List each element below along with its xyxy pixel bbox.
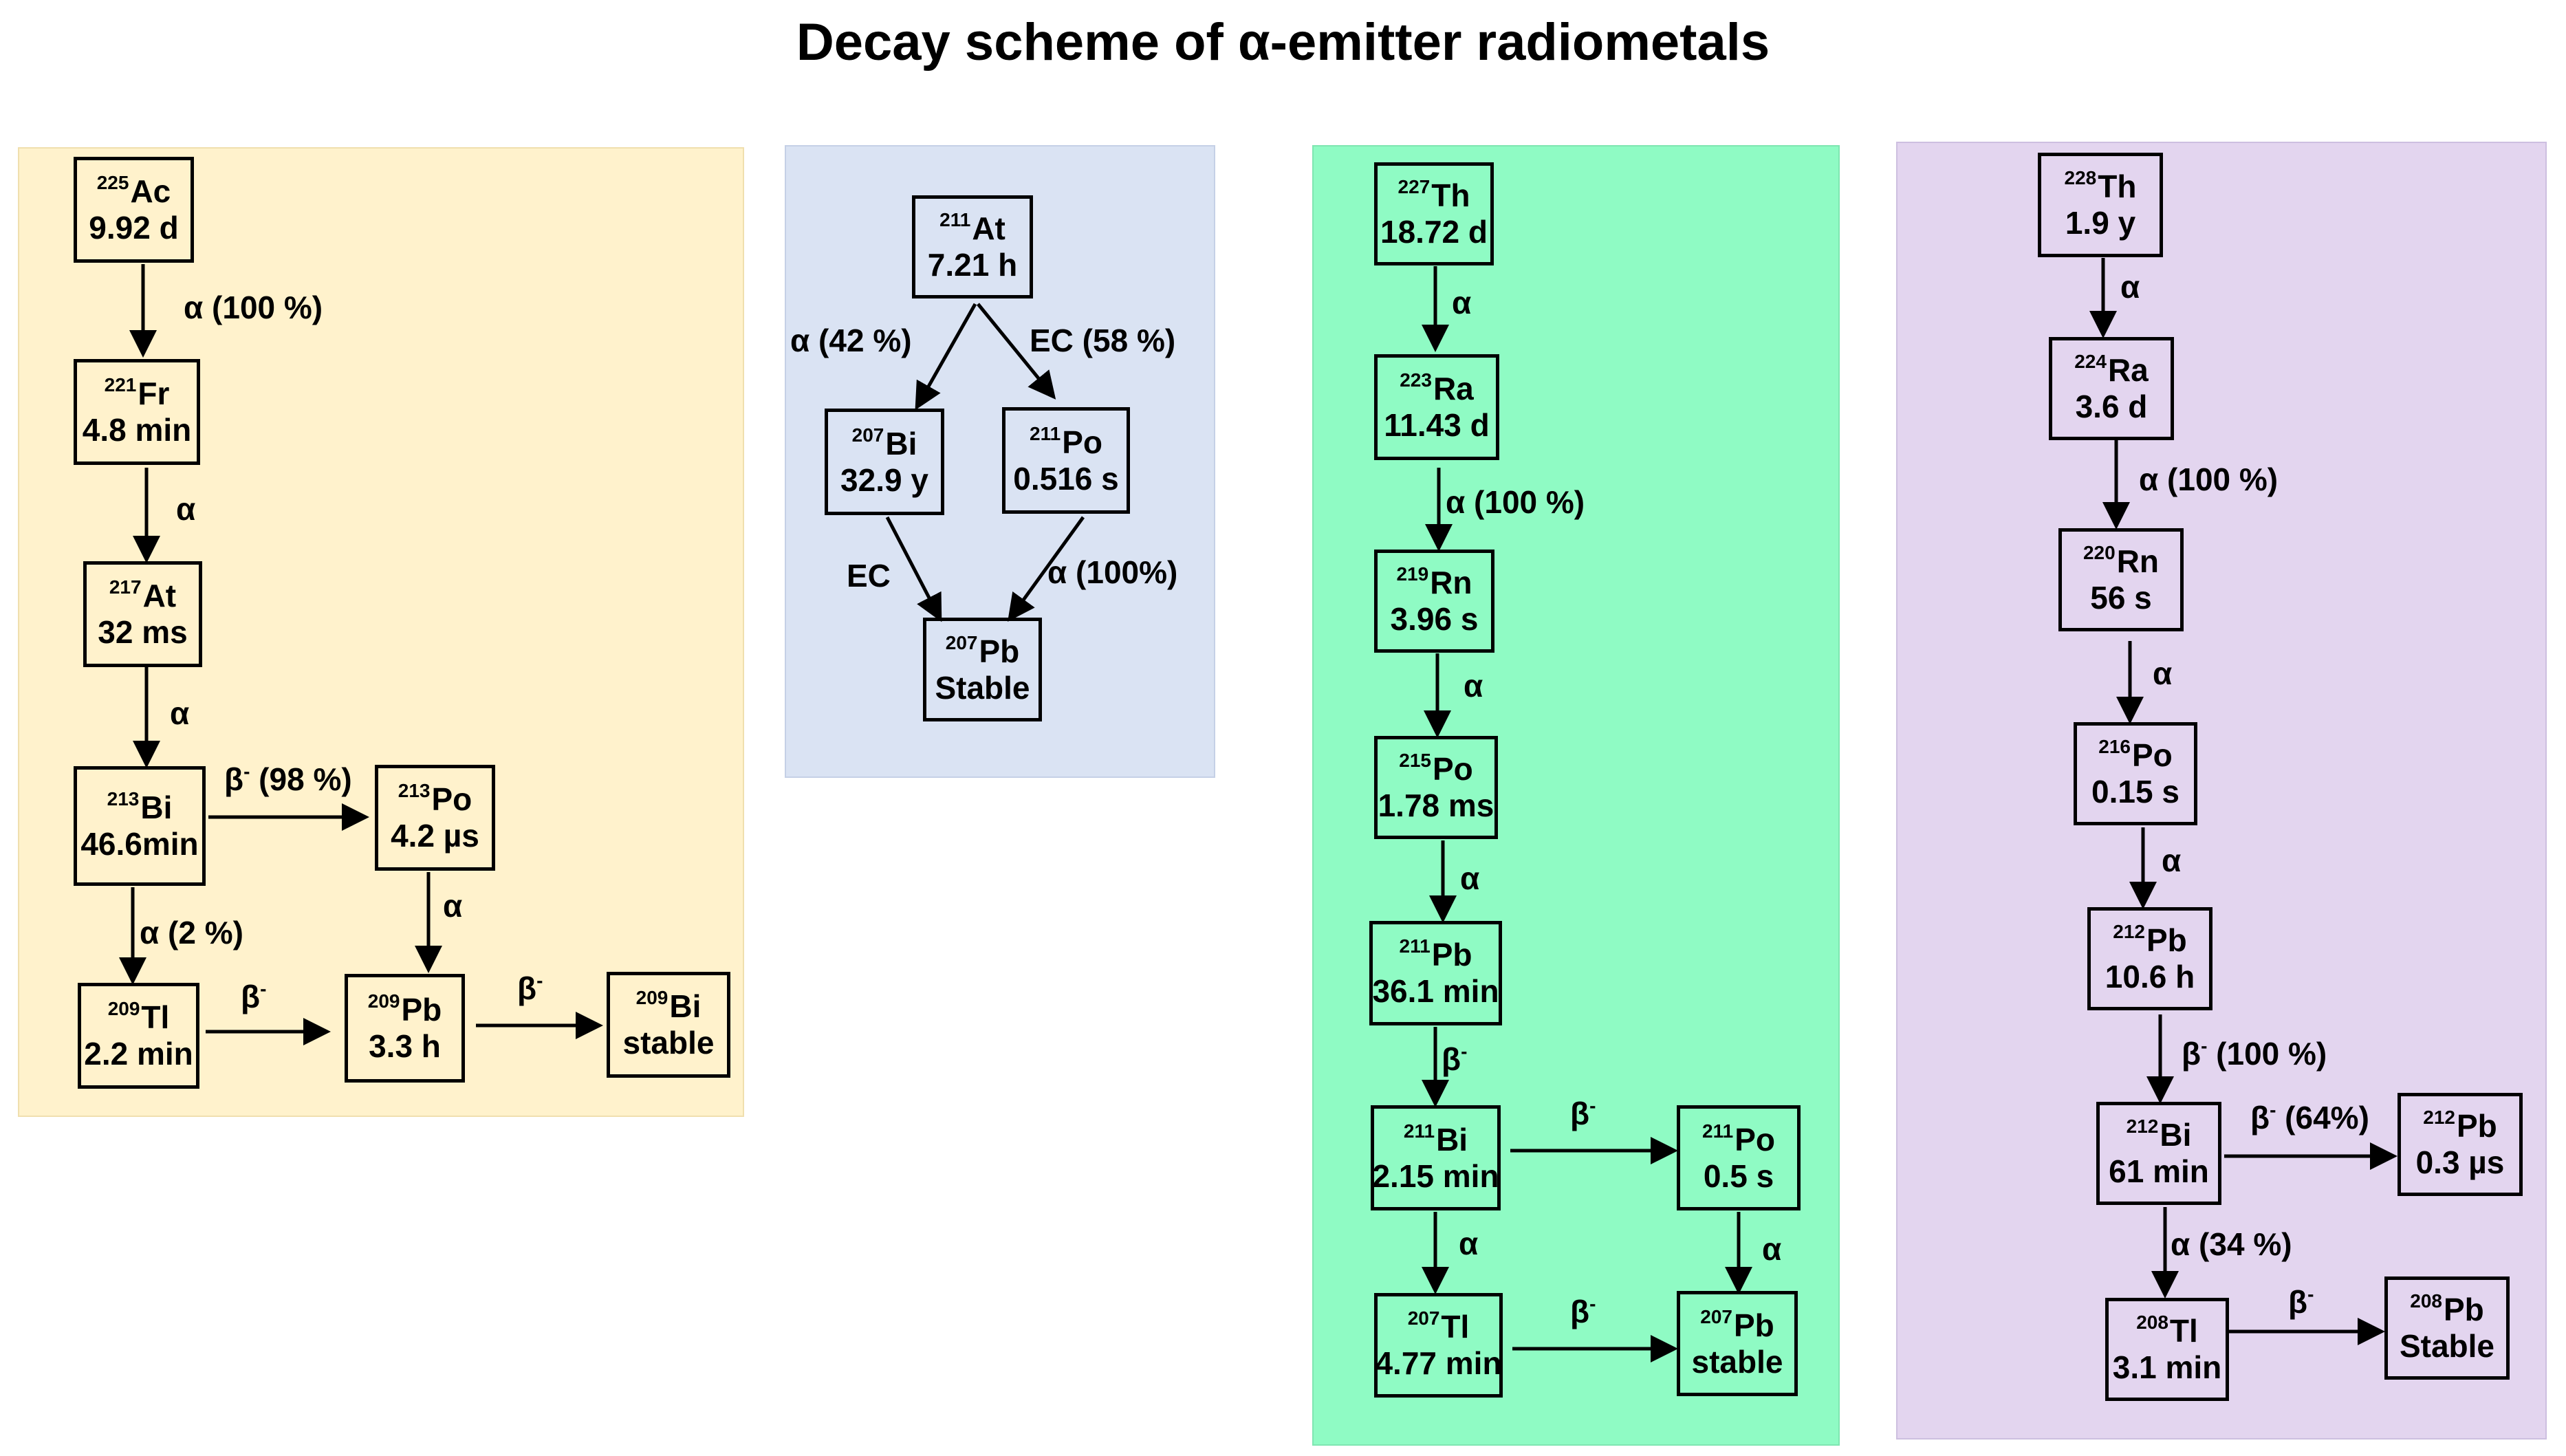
label-th-ra: α <box>1452 285 1472 320</box>
nuclide-rn219: 219Rn 3.96 s <box>1374 550 1494 653</box>
nuclide-fr221: 221Fr 4.8 min <box>74 359 200 465</box>
label-bi212-tl: α (34 %) <box>2171 1226 2292 1262</box>
label-bi-tl207: α <box>1459 1226 1479 1261</box>
nuclide-pb207b: 207Pb stable <box>1677 1291 1798 1396</box>
nuclide-pb212b: 212Pb 0.3 µs <box>2398 1093 2523 1196</box>
nuclide-pb211: 211Pb 36.1 min <box>1369 921 1502 1025</box>
nuclide-th228: 228Th 1.9 y <box>2038 153 2163 257</box>
label-fr-at: α <box>176 491 196 527</box>
label-at-bi: α <box>170 695 190 731</box>
label-at211-po: EC (58 %) <box>1030 323 1176 358</box>
arrow-po211-pb <box>1008 516 1085 622</box>
panel-at211 <box>785 145 1215 778</box>
nuclide-bi207: 207Bi 32.9 y <box>825 409 944 515</box>
label-pb-bi211: β- <box>1442 1041 1468 1077</box>
panel-th227 <box>1312 145 1840 1446</box>
label-po216-pb: α <box>2162 843 2182 878</box>
label-pb-bi: β- <box>517 970 543 1006</box>
nuclide-po213: 213Po 4.2 µs <box>375 765 495 871</box>
label-ra224-rn: α (100 %) <box>2139 461 2279 497</box>
label-po-pb207: α <box>1762 1231 1782 1267</box>
label-tl-pb207: β- <box>1570 1293 1596 1329</box>
nuclide-pb209: 209Pb 3.3 h <box>345 974 465 1083</box>
label-rn220-po: α <box>2153 655 2173 691</box>
nuclide-po215: 215Po 1.78 ms <box>1374 736 1498 839</box>
label-bi207-pb: EC <box>847 558 891 594</box>
nuclide-tl208: 208Tl 3.1 min <box>2105 1298 2229 1401</box>
label-rn-po: α <box>1464 668 1483 704</box>
nuclide-tl207: 207Tl 4.77 min <box>1374 1293 1503 1398</box>
nuclide-bi211: 211Bi 2.15 min <box>1371 1105 1501 1210</box>
nuclide-pb207a: 207Pb Stable <box>923 618 1042 721</box>
nuclide-bi209: 209Bi stable <box>607 972 730 1078</box>
nuclide-bi212: 212Bi 61 min <box>2096 1102 2221 1205</box>
nuclide-tl209: 209Tl 2.2 min <box>78 983 199 1089</box>
nuclide-pb212: 212Pb 10.6 h <box>2087 907 2212 1010</box>
label-pb212-bi: β- (100 %) <box>2182 1035 2327 1072</box>
label-po211-pb: α (100%) <box>1047 554 1178 590</box>
panel-ac225 <box>18 147 744 1117</box>
label-tl-pb: β- <box>241 978 267 1014</box>
nuclide-pb208: 208Pb Stable <box>2384 1276 2510 1380</box>
label-th228-ra: α <box>2120 269 2140 305</box>
page-title: Decay scheme of α-emitter radiometals <box>796 13 1770 72</box>
label-tl208-pb: β- <box>2288 1283 2314 1320</box>
nuclide-ra223: 223Ra 11.43 d <box>1374 354 1499 460</box>
arrow-at211-bi <box>915 303 977 411</box>
nuclide-bi213: 213Bi 46.6min <box>74 766 206 886</box>
nuclide-ra224: 224Ra 3.6 d <box>2049 337 2174 440</box>
nuclide-th227: 227Th 18.72 d <box>1374 162 1494 265</box>
label-bi-po211: β- <box>1570 1095 1596 1131</box>
nuclide-at211: 211At 7.21 h <box>912 195 1033 298</box>
arrow-at211-po <box>977 303 1056 400</box>
nuclide-at217: 217At 32 ms <box>83 561 202 667</box>
label-bi-tl: α (2 %) <box>140 915 243 950</box>
nuclide-po211b: 211Po 0.5 s <box>1677 1105 1801 1210</box>
label-po-pb: α <box>443 888 463 924</box>
label-ac-fr: α (100 %) <box>184 290 323 325</box>
label-at211-bi: α (42 %) <box>790 323 912 358</box>
arrow-bi207-pb <box>885 516 942 622</box>
label-bi212-pb: β- (64%) <box>2250 1099 2369 1136</box>
label-ra-rn: α (100 %) <box>1446 484 1585 520</box>
nuclide-rn220: 220Rn 56 s <box>2058 528 2184 631</box>
label-bi-po: β- (98 %) <box>224 761 352 797</box>
panel-th228 <box>1896 142 2547 1439</box>
label-po-pb211: α <box>1460 860 1480 896</box>
nuclide-po211a: 211Po 0.516 s <box>1002 407 1130 514</box>
nuclide-ac225: 225Ac 9.92 d <box>74 157 194 263</box>
nuclide-po216: 216Po 0.15 s <box>2074 722 2197 825</box>
